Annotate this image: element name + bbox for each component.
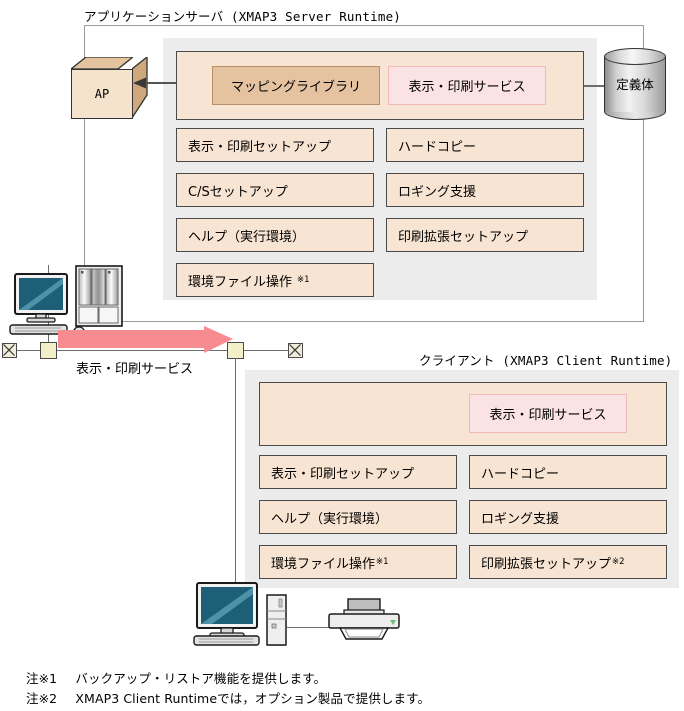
terminator-x-icon: [3, 344, 15, 356]
ap-box: AP: [71, 57, 149, 119]
client-component-label-4: 環境ファイル操作: [271, 556, 376, 572]
server-component-label-2: C/Sセットアップ: [188, 184, 288, 200]
ap-box-side-face: [132, 57, 148, 119]
network-terminator-left: [2, 343, 17, 358]
footnote-text-0: バックアップ・リストア機能を提供します。: [75, 671, 327, 686]
client-host-vertical-line: [235, 358, 237, 590]
client-component-box-2[interactable]: ヘルプ（実行環境）: [259, 500, 457, 534]
footnote-1: 注※2 XMAP3 Client Runtimeでは，オプション製品で提供します…: [26, 688, 430, 707]
client-component-label-2: ヘルプ（実行環境）: [271, 511, 389, 527]
cylinder-body: [604, 56, 666, 112]
footnote-marker-1: 注※2: [26, 691, 58, 706]
server-component-box-5[interactable]: 印刷拡張セットアップ: [386, 218, 584, 252]
client-component-box-1[interactable]: ハードコピー: [469, 455, 667, 489]
client-component-note-4: ※1: [376, 557, 389, 567]
client-component-label-0: 表示・印刷セットアップ: [271, 466, 415, 482]
footnote-marker-0: 注※1: [26, 671, 58, 686]
server-rack-icon: [75, 265, 123, 327]
network-bus-line: [8, 350, 303, 352]
server-component-label-5: 印刷拡張セットアップ: [398, 229, 529, 245]
network-terminator-right: [288, 343, 303, 358]
client-tower-icon: [266, 594, 287, 646]
server-to-database-line: [584, 85, 608, 87]
ap-box-top-face: [71, 57, 133, 69]
client-component-label-3: ロギング支援: [481, 511, 560, 527]
server-component-box-6[interactable]: 環境ファイル操作 ※1: [176, 263, 374, 297]
server-component-label-4: ヘルプ（実行環境）: [188, 229, 306, 245]
client-component-note-5: ※2: [612, 557, 625, 567]
database-cylinder: 定義体: [604, 48, 666, 120]
mapping-library-box[interactable]: マッピングライブラリ: [212, 66, 380, 105]
server-keyboard-icon: [9, 324, 68, 335]
footnote-text-1: XMAP3 Client Runtimeでは，オプション製品で提供します。: [75, 691, 431, 706]
client-component-box-3[interactable]: ロギング支援: [469, 500, 667, 534]
display-print-service-flow-arrow: [58, 326, 233, 353]
server-component-label-1: ハードコピー: [398, 139, 477, 155]
server-section-title: アプリケーションサーバ (XMAP3 Server Runtime): [84, 9, 402, 24]
cylinder-top: [604, 48, 666, 65]
server-component-label-0: 表示・印刷セットアップ: [188, 139, 332, 155]
client-tower-to-printer-line: [287, 627, 331, 629]
server-display-print-service-label: 表示・印刷サービス: [408, 80, 526, 95]
server-component-label-6: 環境ファイル操作: [188, 274, 293, 290]
client-component-box-4[interactable]: 環境ファイル操作 ※1: [259, 545, 457, 579]
footnote-0: 注※1 バックアップ・リストア機能を提供します。: [26, 668, 326, 687]
terminator-x-icon: [289, 344, 301, 356]
server-component-box-1[interactable]: ハードコピー: [386, 128, 584, 162]
mapping-library-label: マッピングライブラリ: [230, 80, 361, 95]
network-node-server: [40, 342, 57, 359]
server-component-label-3: ロギング支援: [398, 184, 477, 200]
client-component-box-5[interactable]: 印刷拡張セットアップ ※2: [469, 545, 667, 579]
database-label: 定義体: [616, 77, 654, 92]
server-component-box-3[interactable]: ロギング支援: [386, 173, 584, 207]
client-component-label-1: ハードコピー: [481, 466, 560, 482]
client-display-print-service-label: 表示・印刷サービス: [489, 408, 607, 423]
client-keyboard-icon: [193, 635, 260, 646]
server-display-print-service-box[interactable]: 表示・印刷サービス: [388, 66, 546, 105]
client-monitor-icon: [196, 582, 258, 639]
client-section-title: クライアント (XMAP3 Client Runtime): [419, 353, 673, 368]
client-component-label-5: 印刷拡張セットアップ: [481, 556, 612, 572]
server-component-note-6: ※1: [297, 275, 310, 285]
server-component-box-0[interactable]: 表示・印刷セットアップ: [176, 128, 374, 162]
network-flow-label: 表示・印刷サービス: [76, 362, 194, 377]
ap-box-label: AP: [71, 69, 133, 119]
server-component-box-2[interactable]: C/Sセットアップ: [176, 173, 374, 207]
client-display-print-service-box[interactable]: 表示・印刷サービス: [469, 394, 627, 433]
server-monitor-icon: [14, 273, 68, 323]
client-printer-icon: [328, 598, 400, 640]
server-component-box-4[interactable]: ヘルプ（実行環境）: [176, 218, 374, 252]
client-component-box-0[interactable]: 表示・印刷セットアップ: [259, 455, 457, 489]
